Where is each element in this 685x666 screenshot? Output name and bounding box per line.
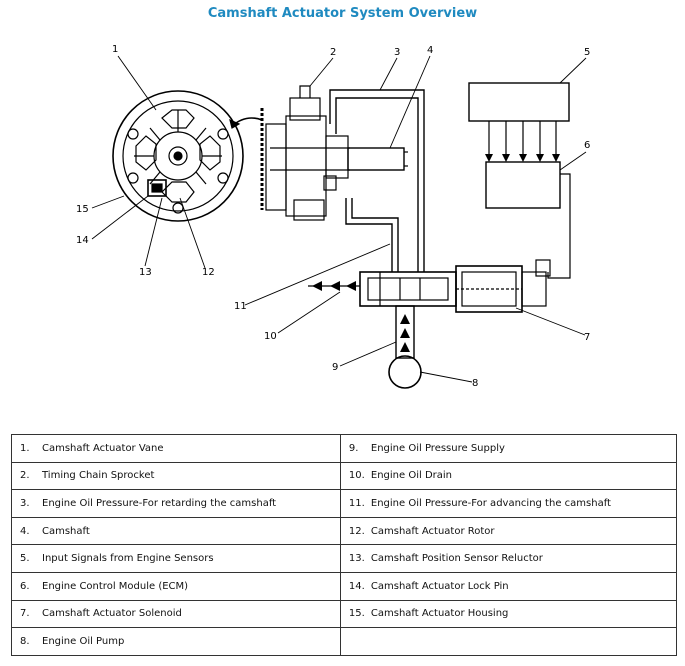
callout-3: 3 xyxy=(394,47,400,58)
callout-8: 8 xyxy=(472,378,478,389)
legend-row: 1.Camshaft Actuator Vane 9.Engine Oil Pr… xyxy=(11,434,678,463)
legend-row: 8.Engine Oil Pump xyxy=(11,627,678,656)
sensor-ecm-block xyxy=(468,82,571,279)
oil-passages xyxy=(329,89,425,272)
legend-cell: 4.Camshaft xyxy=(11,516,341,546)
legend-row: 5.Input Signals from Engine Sensors 13.C… xyxy=(11,544,678,573)
callout-12: 12 xyxy=(202,267,215,278)
legend-row: 4.Camshaft 12.Camshaft Actuator Rotor xyxy=(11,516,678,546)
legend-cell: 13.Camshaft Position Sensor Reluctor xyxy=(339,544,678,573)
legend-row: 6.Engine Control Module (ECM) 14.Camshaf… xyxy=(11,571,678,601)
legend-row: 3.Engine Oil Pressure-For retarding the … xyxy=(11,489,678,518)
legend-table: 1.Camshaft Actuator Vane 9.Engine Oil Pr… xyxy=(11,434,678,656)
legend-cell: 2.Timing Chain Sprocket xyxy=(11,461,341,491)
callout-5: 5 xyxy=(584,47,590,58)
legend-cell: 9.Engine Oil Pressure Supply xyxy=(339,434,678,463)
solenoid-valve xyxy=(308,259,551,313)
callout-14: 14 xyxy=(76,235,89,246)
legend-cell: 6.Engine Control Module (ECM) xyxy=(11,571,341,601)
callout-numbers: 1 2 3 4 5 6 7 8 9 10 11 12 13 14 15 xyxy=(76,44,590,389)
callout-1: 1 xyxy=(112,44,118,55)
legend-cell: 8.Engine Oil Pump xyxy=(11,627,341,656)
legend-cell: 15.Camshaft Actuator Housing xyxy=(339,599,678,629)
legend-cell: 10.Engine Oil Drain xyxy=(339,461,678,491)
legend-cell: 12.Camshaft Actuator Rotor xyxy=(339,516,678,546)
legend-cell: 14.Camshaft Actuator Lock Pin xyxy=(339,571,678,601)
callout-13: 13 xyxy=(139,267,152,278)
legend-cell: 3.Engine Oil Pressure-For retarding the … xyxy=(11,489,341,518)
legend-cell: 11.Engine Oil Pressure-For advancing the… xyxy=(339,489,678,518)
callout-4: 4 xyxy=(427,45,433,56)
legend-cell: 1.Camshaft Actuator Vane xyxy=(11,434,341,463)
legend-cell: 5.Input Signals from Engine Sensors xyxy=(11,544,341,573)
page-title: Camshaft Actuator System Overview xyxy=(207,6,478,21)
callout-7: 7 xyxy=(584,332,590,343)
callout-6: 6 xyxy=(584,140,590,151)
legend-cell-empty xyxy=(339,627,678,656)
legend-cell: 7.Camshaft Actuator Solenoid xyxy=(11,599,341,629)
callout-15: 15 xyxy=(76,204,89,215)
actuator-side-view xyxy=(260,85,408,221)
actuator-end-view xyxy=(112,90,263,222)
callout-9: 9 xyxy=(332,362,338,373)
callout-11: 11 xyxy=(234,301,247,312)
camshaft-actuator-diagram: 1 2 3 4 5 6 7 8 9 10 11 12 13 14 15 xyxy=(76,44,590,389)
callout-10: 10 xyxy=(264,331,277,342)
legend-row: 2.Timing Chain Sprocket 10.Engine Oil Dr… xyxy=(11,461,678,491)
oil-pump-supply xyxy=(388,305,422,389)
legend-row: 7.Camshaft Actuator Solenoid 15.Camshaft… xyxy=(11,599,678,629)
callout-2: 2 xyxy=(330,47,336,58)
